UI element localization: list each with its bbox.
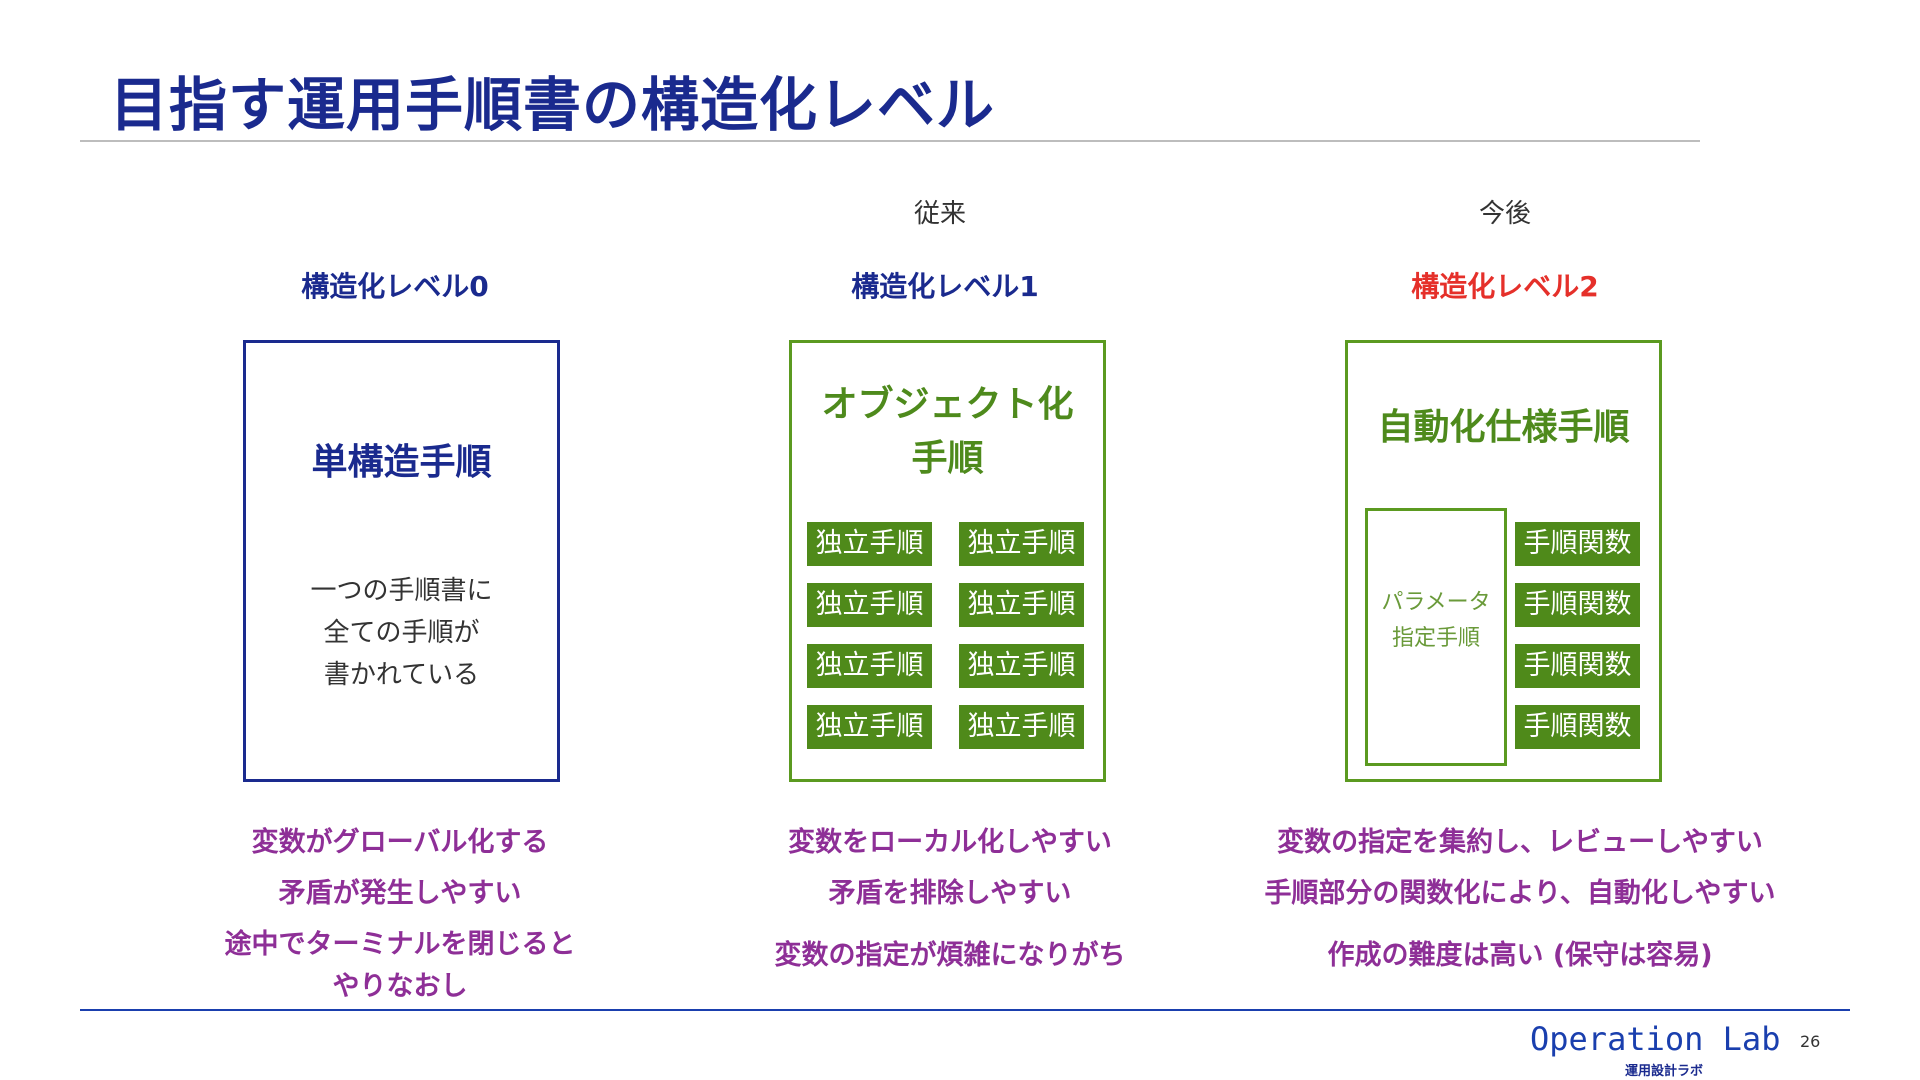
level0-description: 一つの手順書に 全ての手順が 書かれている [246,570,557,696]
independent-step-chip: 独立手順 [807,644,932,688]
brand-logo: Operation Lab [1530,1020,1781,1058]
brand-subtitle: 運用設計ラボ [1625,1064,1704,1079]
title-divider [80,140,1700,142]
parameter-line: パラメータ [1381,590,1491,615]
level0-label: 構造化レベル0 [301,270,489,303]
level1-note-1: 変数をローカル化しやすい [788,827,1112,858]
level0-note-4: やりなおし [332,971,468,1002]
independent-step-chip: 独立手順 [807,522,932,566]
level2-note-2: 手順部分の関数化により、自動化しやすい [1264,878,1776,909]
page-number: 26 [1800,1032,1821,1051]
procedure-function-chip: 手順関数 [1515,644,1640,688]
slide-title: 目指す運用手順書の構造化レベル [110,71,996,139]
description-line: 書かれている [323,660,480,690]
level0-box: 単構造手順 一つの手順書に 全ての手順が 書かれている [243,340,560,782]
level1-box: オブジェクト化 手順 独立手順 独立手順 独立手順 独立手順 独立手順 独立手順… [789,340,1106,782]
footer-divider [80,1009,1850,1011]
box-title-line: 手順 [911,438,984,479]
level0-note-3: 途中でターミナルを閉じると [224,929,576,960]
level0-box-title: 単構造手順 [311,442,492,483]
procedure-function-chip: 手順関数 [1515,705,1640,749]
procedure-function-chip: 手順関数 [1515,583,1640,627]
independent-step-chip: 独立手順 [959,583,1084,627]
level1-label: 構造化レベル1 [851,270,1039,303]
parameter-spec-text: パラメータ 指定手順 [1368,585,1504,657]
level0-note-1: 変数がグローバル化する [251,827,549,858]
independent-step-chip: 独立手順 [959,705,1084,749]
description-line: 一つの手順書に [310,576,493,606]
independent-step-chip: 独立手順 [807,705,932,749]
level2-box: 自動化仕様手順 パラメータ 指定手順 手順関数 手順関数 手順関数 手順関数 [1345,340,1662,782]
level2-era-label: 今後 [1478,199,1531,229]
independent-step-chip: 独立手順 [807,583,932,627]
level2-box-title: 自動化仕様手順 [1377,407,1630,448]
procedure-function-chip: 手順関数 [1515,522,1640,566]
description-line: 全ての手順が [323,618,480,648]
level1-note-2: 矛盾を排除しやすい [828,878,1072,909]
level2-note-1: 変数の指定を集約し、レビューしやすい [1277,827,1763,858]
independent-step-chip: 独立手順 [959,522,1084,566]
level1-note-3: 変数の指定が煩雑になりがち [774,940,1126,971]
box-title-line: オブジェクト化 [821,384,1074,425]
parameter-spec-box: パラメータ 指定手順 [1365,508,1507,766]
independent-step-chip: 独立手順 [959,644,1084,688]
level1-box-title: オブジェクト化 手順 [792,378,1103,486]
parameter-line: 指定手順 [1391,626,1480,651]
level0-note-2: 矛盾が発生しやすい [278,878,522,909]
level1-era-label: 従来 [913,199,966,229]
level2-note-3: 作成の難度は高い (保守は容易) [1327,940,1713,971]
level2-label: 構造化レベル2 [1411,270,1599,303]
